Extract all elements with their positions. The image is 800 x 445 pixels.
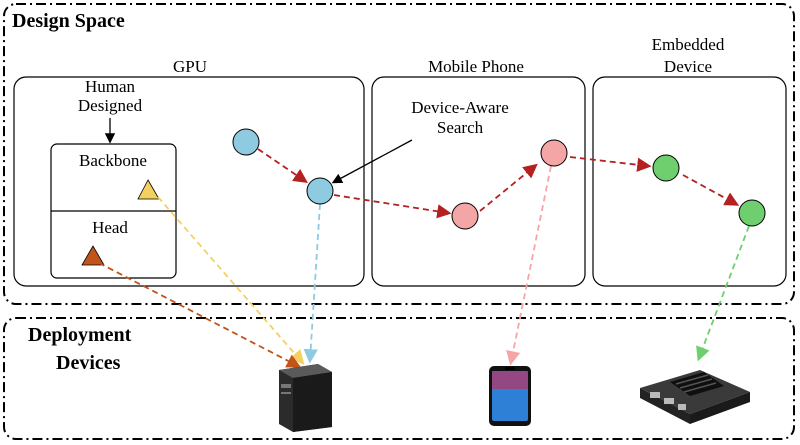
search-pointer-arrow: [331, 139, 413, 184]
panel-gpu: [13, 76, 365, 287]
backbone-label: Backbone: [79, 151, 147, 170]
panel-label-gpu: GPU: [173, 57, 207, 76]
backbone-triangle-icon: [137, 179, 160, 200]
design-space-region: [3, 3, 795, 305]
panel-label-embedded-line2: Device: [664, 57, 712, 76]
head-triangle-icon: [81, 245, 105, 266]
mobile-phone-icon: [489, 366, 531, 426]
phone-node-to-phone-arrow: [506, 165, 552, 366]
search-node-gpu-start: [232, 128, 260, 156]
search-node-embedded-1: [652, 154, 680, 182]
embedded-node-to-embedded-arrow: [696, 225, 750, 362]
deployment-title-line2: Devices: [56, 352, 121, 374]
embedded-board-icon: [640, 370, 750, 424]
human-designed-line1: Human: [85, 77, 136, 96]
search-path-1: [257, 148, 308, 184]
deployment-title-line1: Deployment: [28, 324, 132, 346]
search-node-gpu-selected: [306, 177, 334, 205]
search-path-4: [569, 156, 652, 172]
backbone-to-gpu-arrow: [157, 196, 305, 365]
design-space-title: Design Space: [12, 10, 125, 32]
panel-mobile-phone: [371, 76, 586, 287]
gpu-node-to-gpu-arrow: [303, 203, 321, 364]
search-node-embedded-selected: [738, 199, 766, 227]
panel-label-mobile-phone: Mobile Phone: [428, 57, 524, 76]
deployment-region: [3, 317, 795, 440]
search-path-2: [333, 194, 452, 219]
search-node-phone-selected: [540, 139, 568, 167]
search-label-line2: Search: [437, 118, 484, 137]
search-path-5: [682, 174, 740, 206]
head-to-gpu-arrow: [98, 262, 302, 368]
panel-embedded-device: [592, 76, 787, 287]
search-node-phone-1: [451, 202, 479, 230]
panel-label-embedded-line1: Embedded: [652, 35, 725, 54]
search-label-line1: Device-Aware: [411, 98, 509, 117]
human-designed-line2: Designed: [78, 96, 143, 115]
search-path-3: [479, 163, 538, 212]
head-label: Head: [92, 218, 128, 237]
gpu-server-icon: [279, 364, 332, 432]
